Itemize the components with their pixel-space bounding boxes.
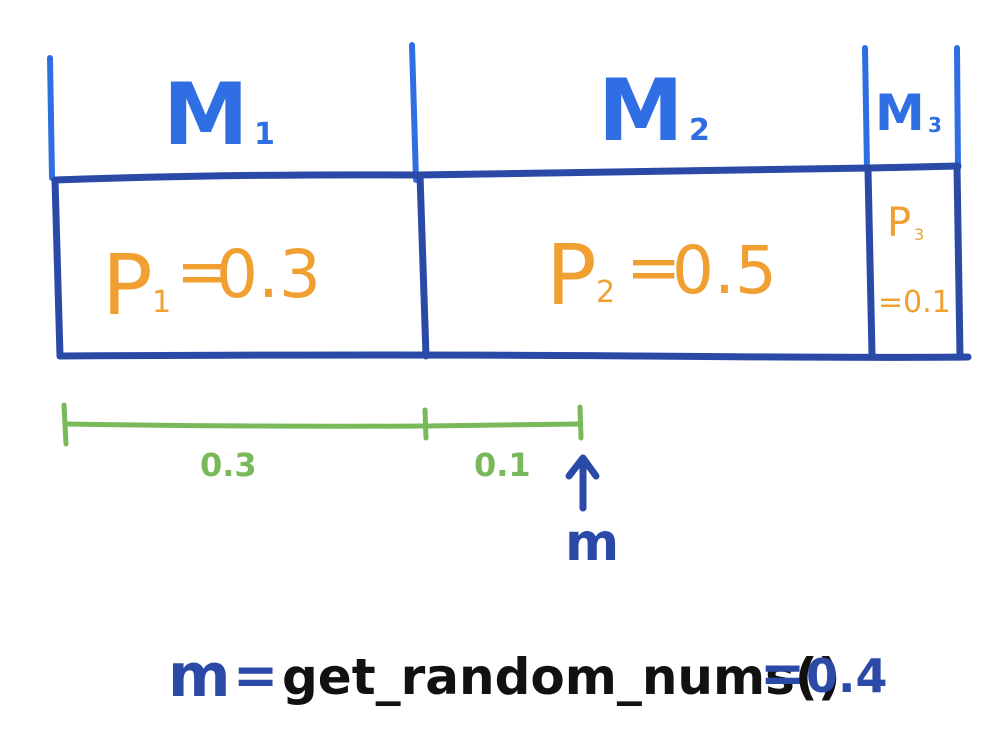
measure-tick-end: [577, 404, 584, 441]
memory-label-m1: M 1: [163, 65, 275, 165]
p3-subscript: 3: [914, 225, 924, 244]
memory-label-m3: M 3: [875, 84, 942, 142]
formula-result: 0.4: [806, 649, 888, 703]
memory-label-m2: M 2: [598, 61, 710, 161]
pointer-label: m: [565, 513, 619, 573]
probability-p1: P 1 = 0.3: [102, 233, 321, 334]
pointer-arrow-icon: [565, 454, 600, 512]
m2-letter: M: [598, 61, 684, 161]
cumulative-measure: [61, 402, 584, 447]
m1-letter: M: [163, 65, 249, 165]
table-left-line: [51, 176, 64, 360]
p1-equals: =: [176, 233, 231, 310]
measure-tick-start: [61, 402, 69, 447]
segment-label-second: 0.1: [474, 446, 531, 484]
divider-m2-m3: [862, 45, 870, 173]
probability-p3: P 3 =0.1: [878, 200, 951, 320]
table-right-line: [953, 162, 964, 360]
divider-right: [954, 45, 961, 171]
m1-subscript: 1: [254, 117, 275, 152]
p1-value: 0.3: [216, 236, 321, 313]
p2-subscript: 2: [596, 275, 615, 310]
table-divider-2: [864, 166, 876, 358]
p3-value: =0.1: [878, 285, 951, 320]
table-divider-1: [416, 171, 430, 360]
formula-equals-first: =: [233, 644, 278, 707]
segment-label-first: 0.3: [200, 446, 257, 484]
formula-function-call: get_random_nums(): [282, 648, 841, 706]
p2-equals: =: [626, 229, 681, 306]
header-dividers: [47, 42, 961, 183]
p3-letter: P: [887, 200, 911, 246]
m3-letter: M: [875, 84, 925, 142]
formula-equals-second: =: [760, 642, 805, 705]
divider-left: [47, 55, 55, 181]
formula: m = get_random_nums() = 0.4: [168, 641, 888, 711]
probability-table: [51, 162, 972, 361]
p2-letter: P: [546, 226, 597, 324]
formula-variable: m: [168, 641, 231, 711]
m3-subscript: 3: [928, 113, 942, 137]
probability-p2: P 2 = 0.5: [546, 226, 777, 324]
table-top-line: [51, 162, 962, 184]
p1-subscript: 1: [152, 285, 171, 320]
divider-m1-m2: [409, 42, 419, 183]
measure-tick-middle: [422, 407, 429, 441]
p1-letter: P: [102, 236, 153, 334]
table-bottom-line: [56, 351, 972, 361]
measure-line: [63, 421, 583, 429]
p2-value: 0.5: [672, 232, 777, 309]
m2-subscript: 2: [689, 113, 710, 148]
